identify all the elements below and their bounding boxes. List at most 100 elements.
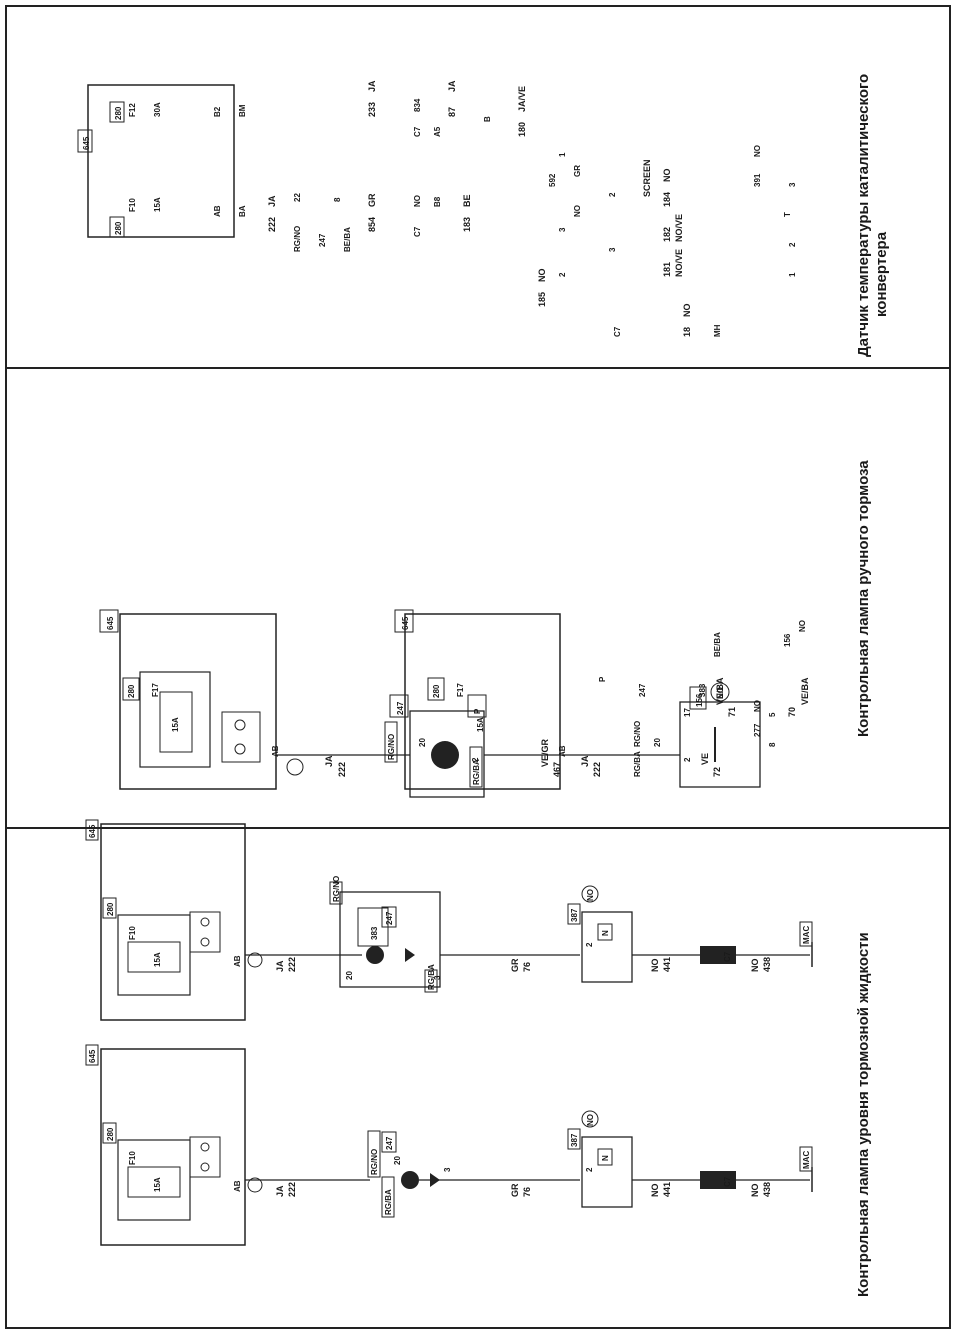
wire-441-color: NO bbox=[650, 959, 660, 973]
pin-2: 2 bbox=[683, 757, 692, 762]
circ-b: B bbox=[483, 116, 492, 122]
wire-222-num: 222 bbox=[267, 217, 277, 232]
rg-no-label: RG/NO bbox=[332, 876, 341, 902]
catalyst-diagram: 645 280 F10 15A 280 F12 30A AB B2 BA BM … bbox=[77, 80, 797, 337]
pin-5: 5 bbox=[768, 712, 777, 717]
pin-3: 3 bbox=[433, 975, 442, 980]
section-handbrake: Контрольная лампа ручного тормоза 645 28… bbox=[99, 460, 872, 798]
box-247-label: 247 bbox=[385, 1136, 394, 1150]
wire-222-color: JA bbox=[580, 755, 590, 767]
diode-icon bbox=[405, 948, 415, 962]
wire-184-color: NO bbox=[662, 169, 672, 183]
mac-label: MAC bbox=[802, 1151, 811, 1169]
box-645-label: 645 bbox=[106, 616, 115, 630]
conn-ab: AB bbox=[558, 745, 567, 757]
wire-76-num: 76 bbox=[522, 1187, 532, 1197]
rg-no-label: RG/NO bbox=[293, 226, 302, 252]
page-frame bbox=[5, 5, 951, 1329]
lamp-icon bbox=[401, 1171, 419, 1189]
circ-bm: BM bbox=[238, 104, 247, 117]
wire-222-color: JA bbox=[275, 1185, 285, 1197]
fuse-id: F10 bbox=[128, 1151, 137, 1165]
wire-182-color: NO/VE bbox=[674, 214, 684, 242]
caption-handbrake: Контрольная лампа ручного тормоза bbox=[855, 460, 872, 737]
wire-467-num: 467 bbox=[552, 762, 562, 777]
box-280-label: 280 bbox=[106, 902, 115, 916]
wire-181-color: NO/VE bbox=[674, 249, 684, 277]
rg-ba-label: RG/BA bbox=[384, 1189, 393, 1215]
sym-n: N bbox=[601, 930, 610, 936]
wire-854-color: GR bbox=[367, 193, 377, 207]
fuse-id: F10 bbox=[128, 926, 137, 940]
wire-18-color: NO bbox=[682, 304, 692, 318]
section-brake-fluid: Контрольная лампа уровня тормозной жидко… bbox=[85, 819, 872, 1297]
box-645-label: 645 bbox=[88, 824, 97, 838]
pin-1: 1 bbox=[558, 152, 567, 157]
conn-ab: AB bbox=[271, 745, 280, 757]
pin-a5: A5 bbox=[433, 126, 442, 137]
wire-438-num: 438 bbox=[762, 957, 772, 972]
wire-222-color: JA bbox=[275, 960, 285, 972]
circ-no: NO bbox=[413, 195, 422, 207]
wire-72-num: 72 bbox=[712, 767, 722, 777]
sensor-pin-3: 3 bbox=[788, 182, 797, 187]
fuse-id: F17 bbox=[151, 683, 160, 697]
conn-ab: AB bbox=[233, 1180, 242, 1192]
pin-20: 20 bbox=[345, 971, 354, 980]
pin-20: 20 bbox=[653, 738, 662, 747]
fluid-left-diagram: 645 280 F10 15A AB 222 JA RG/NO 247 RG/B… bbox=[85, 1044, 813, 1246]
wire-72-color: VE bbox=[700, 753, 710, 765]
pin-20: 20 bbox=[418, 738, 427, 747]
wire-183-num: 183 bbox=[462, 217, 472, 232]
box-247-label: 247 bbox=[318, 233, 327, 247]
box-156-label: 156 bbox=[783, 633, 792, 647]
section-catalyst: Датчик температуры каталитического конве… bbox=[77, 74, 890, 357]
wire-182-num: 182 bbox=[662, 227, 672, 242]
pin-20: 20 bbox=[393, 1156, 402, 1165]
sym-p: P bbox=[598, 676, 607, 682]
box-645-label: 645 bbox=[401, 616, 410, 630]
sym-n: N bbox=[601, 1155, 610, 1161]
wire-441-color: NO bbox=[650, 1184, 660, 1198]
box-280-label: 280 bbox=[432, 684, 441, 698]
wire-467-color: VE/GR bbox=[540, 738, 550, 767]
hand-left-diagram: 645 280 F17 15A AB 222 JA 247 P RG/NO RG… bbox=[99, 609, 761, 798]
caption-catalyst-line1: Датчик температуры каталитического bbox=[855, 74, 872, 357]
circ-no-label: NO bbox=[586, 1114, 595, 1126]
fuse-box-645 bbox=[100, 823, 246, 1021]
pin-17: 17 bbox=[683, 708, 692, 717]
box-383-label: 383 bbox=[370, 926, 379, 940]
box-834-label: 834 bbox=[413, 98, 422, 112]
pin-b8: B8 bbox=[433, 196, 442, 207]
wire-183-color: BE bbox=[462, 194, 472, 207]
box-247-label: 247 bbox=[385, 911, 394, 925]
circ-no2: NO bbox=[573, 205, 582, 217]
switch-387 bbox=[581, 911, 633, 983]
wire-222-color: JA bbox=[267, 195, 277, 207]
box-mh-label: MH bbox=[713, 324, 722, 337]
fuse-box-645 bbox=[404, 613, 561, 790]
pin-3: 3 bbox=[558, 227, 567, 232]
pin-2: 2 bbox=[471, 757, 480, 762]
pin-2: 2 bbox=[558, 272, 567, 277]
sensor-pin-1: 1 bbox=[788, 272, 797, 277]
be-ba-label: BE/BA bbox=[713, 632, 722, 657]
circ-no-label: NO bbox=[716, 687, 725, 699]
pin-3b: 3 bbox=[608, 247, 617, 252]
fuse-holder bbox=[117, 1139, 191, 1221]
circ-gr: GR bbox=[573, 165, 582, 177]
switch-pin-2: 2 bbox=[585, 1167, 594, 1172]
fuse-box-645 bbox=[100, 1048, 246, 1246]
conn-ab: AB bbox=[213, 205, 222, 217]
rg-ba-label: RG/BA bbox=[472, 759, 481, 785]
circ-no-label: NO bbox=[586, 889, 595, 901]
wire-438-num: 438 bbox=[762, 1182, 772, 1197]
caption-catalyst-line2: конвертера bbox=[873, 231, 890, 317]
lamp-icon bbox=[431, 741, 459, 769]
lamp-block-247 bbox=[409, 710, 485, 798]
box-387-label: 387 bbox=[570, 1133, 579, 1147]
box-277-label: 277 bbox=[753, 723, 762, 737]
box-387-label: 387 bbox=[570, 908, 579, 922]
fuse-a-id: F10 bbox=[128, 198, 137, 212]
